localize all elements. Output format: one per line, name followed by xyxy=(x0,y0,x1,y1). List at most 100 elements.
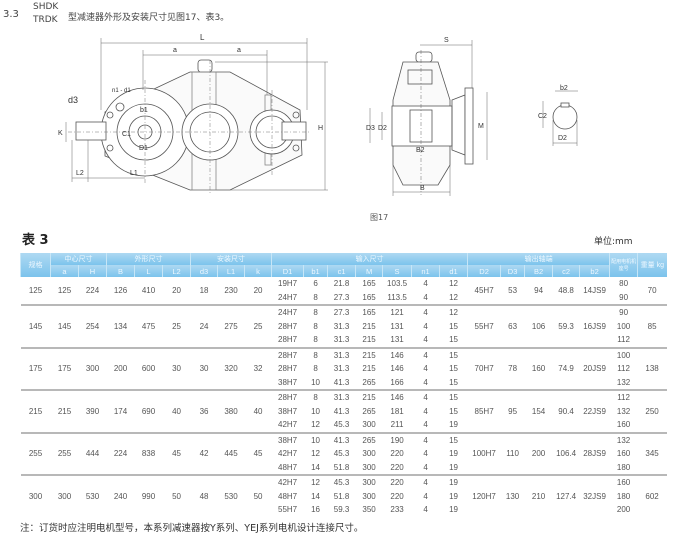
cell-c1: 31.3 xyxy=(327,389,356,405)
cell-l: 475 xyxy=(134,304,163,348)
cell-l: 690 xyxy=(134,389,163,433)
column-header-d3: d3 xyxy=(190,265,218,277)
cell-d1: 19 xyxy=(449,449,459,458)
cell-n1: 4 xyxy=(423,364,428,373)
cell-d1: 12 xyxy=(449,292,459,302)
cell-d1: 15 xyxy=(439,346,468,362)
cell-d1-bore: 28H7 xyxy=(271,389,304,405)
column-header-l1: L1 xyxy=(217,265,245,277)
cell-d2: 100H7 xyxy=(467,431,501,475)
cell-b1: 8 xyxy=(313,364,318,373)
cell-b1: 10 xyxy=(303,431,328,447)
dim-B2: B2 xyxy=(416,147,425,154)
cell-d1: 19 xyxy=(449,491,459,501)
column-header-h: H xyxy=(78,265,107,277)
cell-d1-bore: 42H7 xyxy=(278,449,298,458)
cell-h: 300 xyxy=(78,346,107,390)
unit-label: 单位:mm xyxy=(594,237,633,247)
cell-c1: 59.3 xyxy=(333,505,350,514)
cell-d1: 19 xyxy=(439,474,468,490)
cell-l2: 45 xyxy=(162,431,191,475)
cell-c1: 31.3 xyxy=(333,321,350,331)
cell-n1: 4 xyxy=(423,279,428,288)
cell-s: 220 xyxy=(390,462,404,472)
cell-m: 215 xyxy=(362,321,376,331)
model-shdk: SHDK xyxy=(33,2,59,12)
cell-motor-frame: 132 xyxy=(616,377,631,387)
cell-d1: 15 xyxy=(449,364,459,373)
cell-b1: 8 xyxy=(303,389,328,405)
cell-spec: 215 xyxy=(20,389,51,433)
cell-spec: 175 xyxy=(20,346,51,390)
cell-h: 530 xyxy=(78,474,107,517)
header-output: 输出轴端 xyxy=(467,253,610,265)
cell-s: 131 xyxy=(390,335,404,344)
cell-b2: 94 xyxy=(534,285,544,295)
cell-l2: 40 xyxy=(162,389,191,433)
cell-b1: 6 xyxy=(313,279,318,288)
header-spec: 规格 xyxy=(20,253,51,277)
header-motor: 配用电机机座号 xyxy=(609,253,638,277)
column-header-m: M xyxy=(355,265,383,277)
cell-d1-bore: 28H7 xyxy=(271,346,304,362)
cell-m: 265 xyxy=(355,431,383,447)
cell-spec: 145 xyxy=(20,304,51,348)
cell-k: 50 xyxy=(244,474,272,517)
column-header-b2: b2 xyxy=(579,265,610,277)
cell-c1: 51.8 xyxy=(333,491,350,501)
cell-n1: 4 xyxy=(423,377,428,387)
cell-s: 131 xyxy=(390,321,404,331)
cell-c1: 45.3 xyxy=(333,420,350,429)
cell-s: 146 xyxy=(390,364,404,373)
dim-L2: L2 xyxy=(76,170,84,177)
cell-c1: 27.3 xyxy=(333,292,350,302)
cell-a: 125 xyxy=(57,285,72,295)
cell-motor-frame: 90 xyxy=(609,304,638,320)
cell-d1-bore: 28H7 xyxy=(278,335,298,344)
cell-m: 215 xyxy=(362,364,376,373)
cell-h: 444 xyxy=(78,431,107,475)
cell-a: 215 xyxy=(50,389,79,433)
dim-D3: D3 xyxy=(366,125,375,132)
cell-d1-bore: 42H7 xyxy=(271,474,304,490)
cell-motor-frame: 180 xyxy=(616,462,631,472)
cell-c1: 31.3 xyxy=(333,335,350,344)
shaft-section: b2 C2 D2 xyxy=(538,85,578,146)
cell-motor-frame: 132 xyxy=(616,406,631,416)
cell-d3: 48 xyxy=(190,474,218,517)
column-header-d3: D3 xyxy=(500,265,525,277)
cell-spec: 255 xyxy=(20,431,51,475)
cell-c1: 31.3 xyxy=(327,346,356,362)
cell-m: 300 xyxy=(362,420,376,429)
header-outline: 外形尺寸 xyxy=(105,253,191,265)
dim-C1: C1 xyxy=(122,131,131,138)
dim-K: K xyxy=(58,130,63,137)
column-header-l: L xyxy=(134,265,163,277)
cell-d1: 15 xyxy=(449,406,459,416)
cell-b: 240 xyxy=(106,474,135,517)
cell-k: 40 xyxy=(244,389,272,433)
dim-D2-section: D2 xyxy=(558,135,567,142)
dim-C2: C2 xyxy=(538,113,547,120)
cell-h: 224 xyxy=(85,285,100,295)
cell-l1: 230 xyxy=(224,285,238,295)
cell-d1: 15 xyxy=(449,377,459,387)
cell-m: 215 xyxy=(362,335,376,344)
cell-d1: 15 xyxy=(449,321,459,331)
cell-motor-frame: 112 xyxy=(617,364,630,373)
cell-l: 990 xyxy=(134,474,163,517)
header-mount: 安装尺寸 xyxy=(190,253,272,265)
cell-s: 121 xyxy=(382,304,412,320)
cell-weight: 85 xyxy=(637,304,667,348)
cell-c1: 51.8 xyxy=(333,462,350,472)
cell-h: 390 xyxy=(78,389,107,433)
cell-b1: 8 xyxy=(313,292,318,302)
cell-a: 255 xyxy=(50,431,79,475)
cell-n1: 4 xyxy=(411,474,440,490)
